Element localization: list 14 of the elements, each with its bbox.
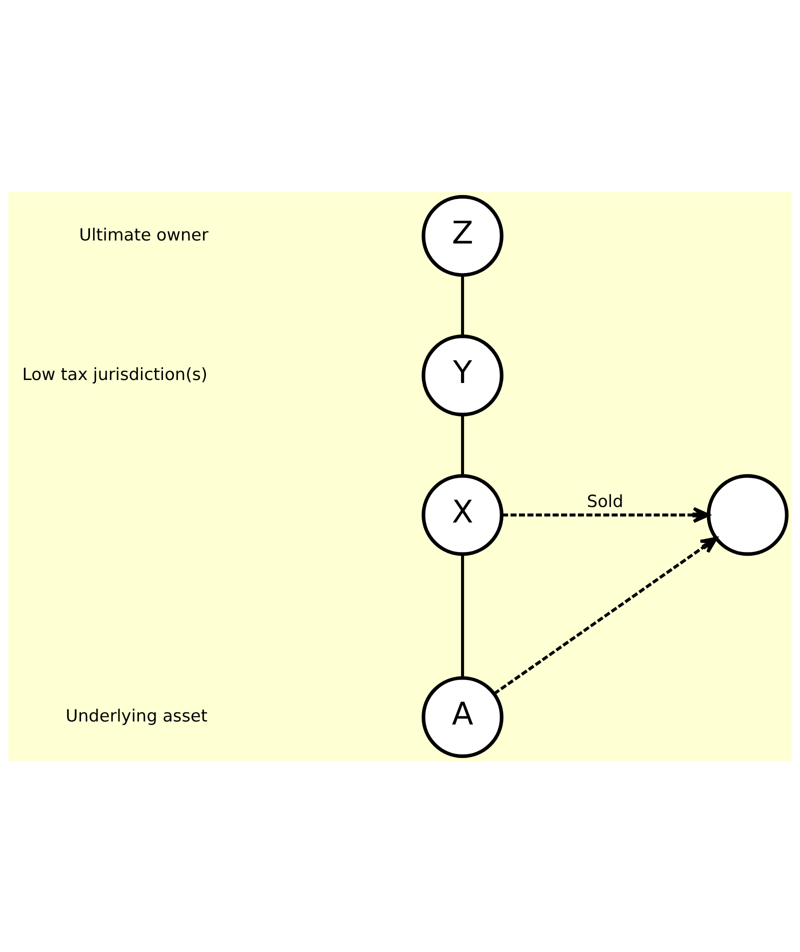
node-circle: Z bbox=[422, 194, 504, 276]
label: Underlying asset bbox=[66, 705, 208, 726]
label: Ultimate owner bbox=[79, 224, 208, 244]
arrow bbox=[502, 506, 710, 522]
connector bbox=[461, 414, 464, 476]
label: Low tax jurisdiction(s) bbox=[22, 363, 208, 384]
node-circle bbox=[706, 474, 789, 556]
edge-label: Sold bbox=[586, 490, 624, 510]
node-circle: Y bbox=[422, 334, 504, 416]
connector bbox=[461, 554, 464, 678]
connector bbox=[461, 274, 464, 336]
node-circle: A bbox=[422, 676, 504, 758]
node-circle: X bbox=[422, 474, 504, 556]
arrow bbox=[493, 536, 718, 694]
